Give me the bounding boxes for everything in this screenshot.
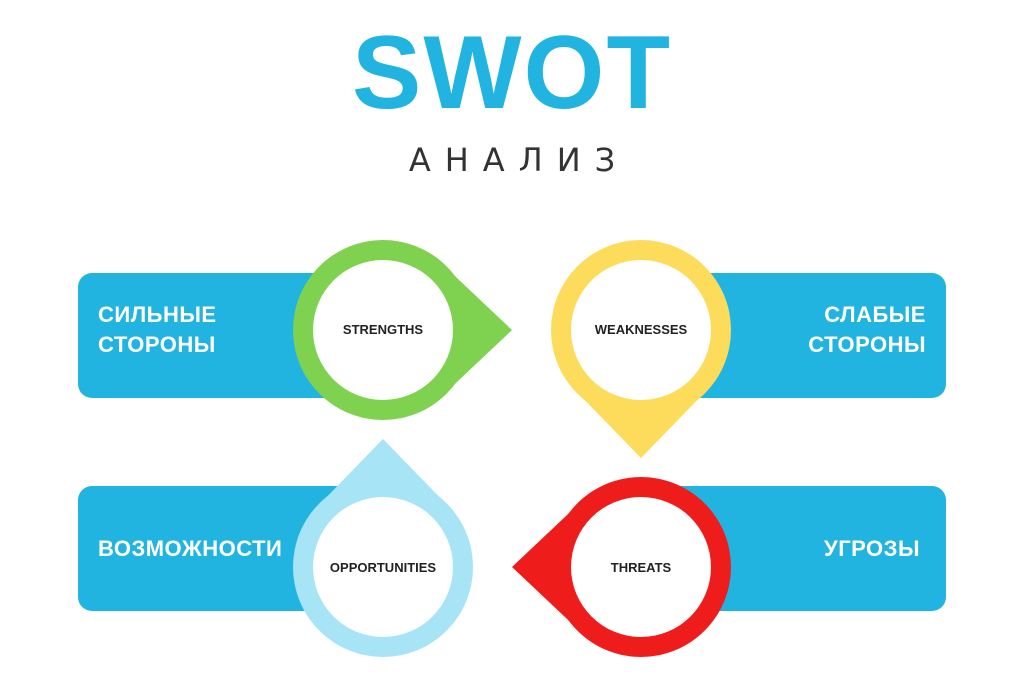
opportunities-pin	[293, 439, 473, 657]
weaknesses-pin-tip	[573, 388, 709, 458]
weaknesses-label: WEAKNESSES	[594, 322, 688, 337]
opportunities-pin-tip	[315, 439, 451, 509]
weaknesses-side-line2: СТОРОНЫ	[808, 332, 926, 357]
strengths-pin-center	[313, 260, 453, 400]
threats-label: THREATS	[610, 560, 672, 575]
threats-pin-tip	[512, 499, 584, 635]
opportunities-pin-center	[313, 497, 453, 637]
page-title: SWOT	[352, 15, 672, 131]
strengths-pin	[293, 240, 512, 420]
strengths-side-line1: СИЛЬНЫЕ	[98, 302, 217, 327]
opportunities-side-label: ВОЗМОЖНОСТИ	[98, 534, 318, 564]
threats-pin	[512, 477, 731, 657]
strengths-pin-tip	[440, 262, 512, 398]
weaknesses-side-line1: СЛАБЫЕ	[824, 302, 926, 327]
strengths-side-line2: СТОРОНЫ	[98, 332, 216, 357]
page-subtitle: АНАЛИЗ	[408, 141, 630, 179]
threats-side-line1: УГРОЗЫ	[824, 536, 920, 561]
weaknesses-pin	[551, 240, 731, 458]
opportunities-label: OPPORTUNITIES	[329, 560, 437, 575]
opportunities-side-line1: ВОЗМОЖНОСТИ	[98, 536, 283, 561]
threats-side-label: УГРОЗЫ	[726, 534, 920, 564]
weaknesses-side-label: СЛАБЫЕ СТОРОНЫ	[726, 300, 926, 360]
weaknesses-pin-center	[571, 260, 711, 400]
threats-pin-center	[571, 497, 711, 637]
strengths-label: STRENGTHS	[342, 322, 424, 337]
strengths-side-label: СИЛЬНЫЕ СТОРОНЫ	[98, 300, 298, 360]
